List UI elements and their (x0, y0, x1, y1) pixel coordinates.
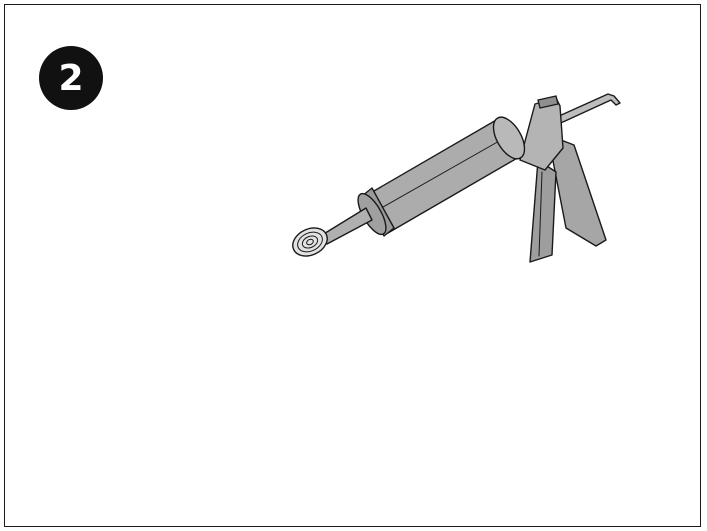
step-number: 2 (58, 57, 84, 99)
caulking-gun-icon (292, 93, 621, 263)
illustration-frame (4, 4, 701, 527)
step-number-badge: 2 (39, 46, 103, 110)
